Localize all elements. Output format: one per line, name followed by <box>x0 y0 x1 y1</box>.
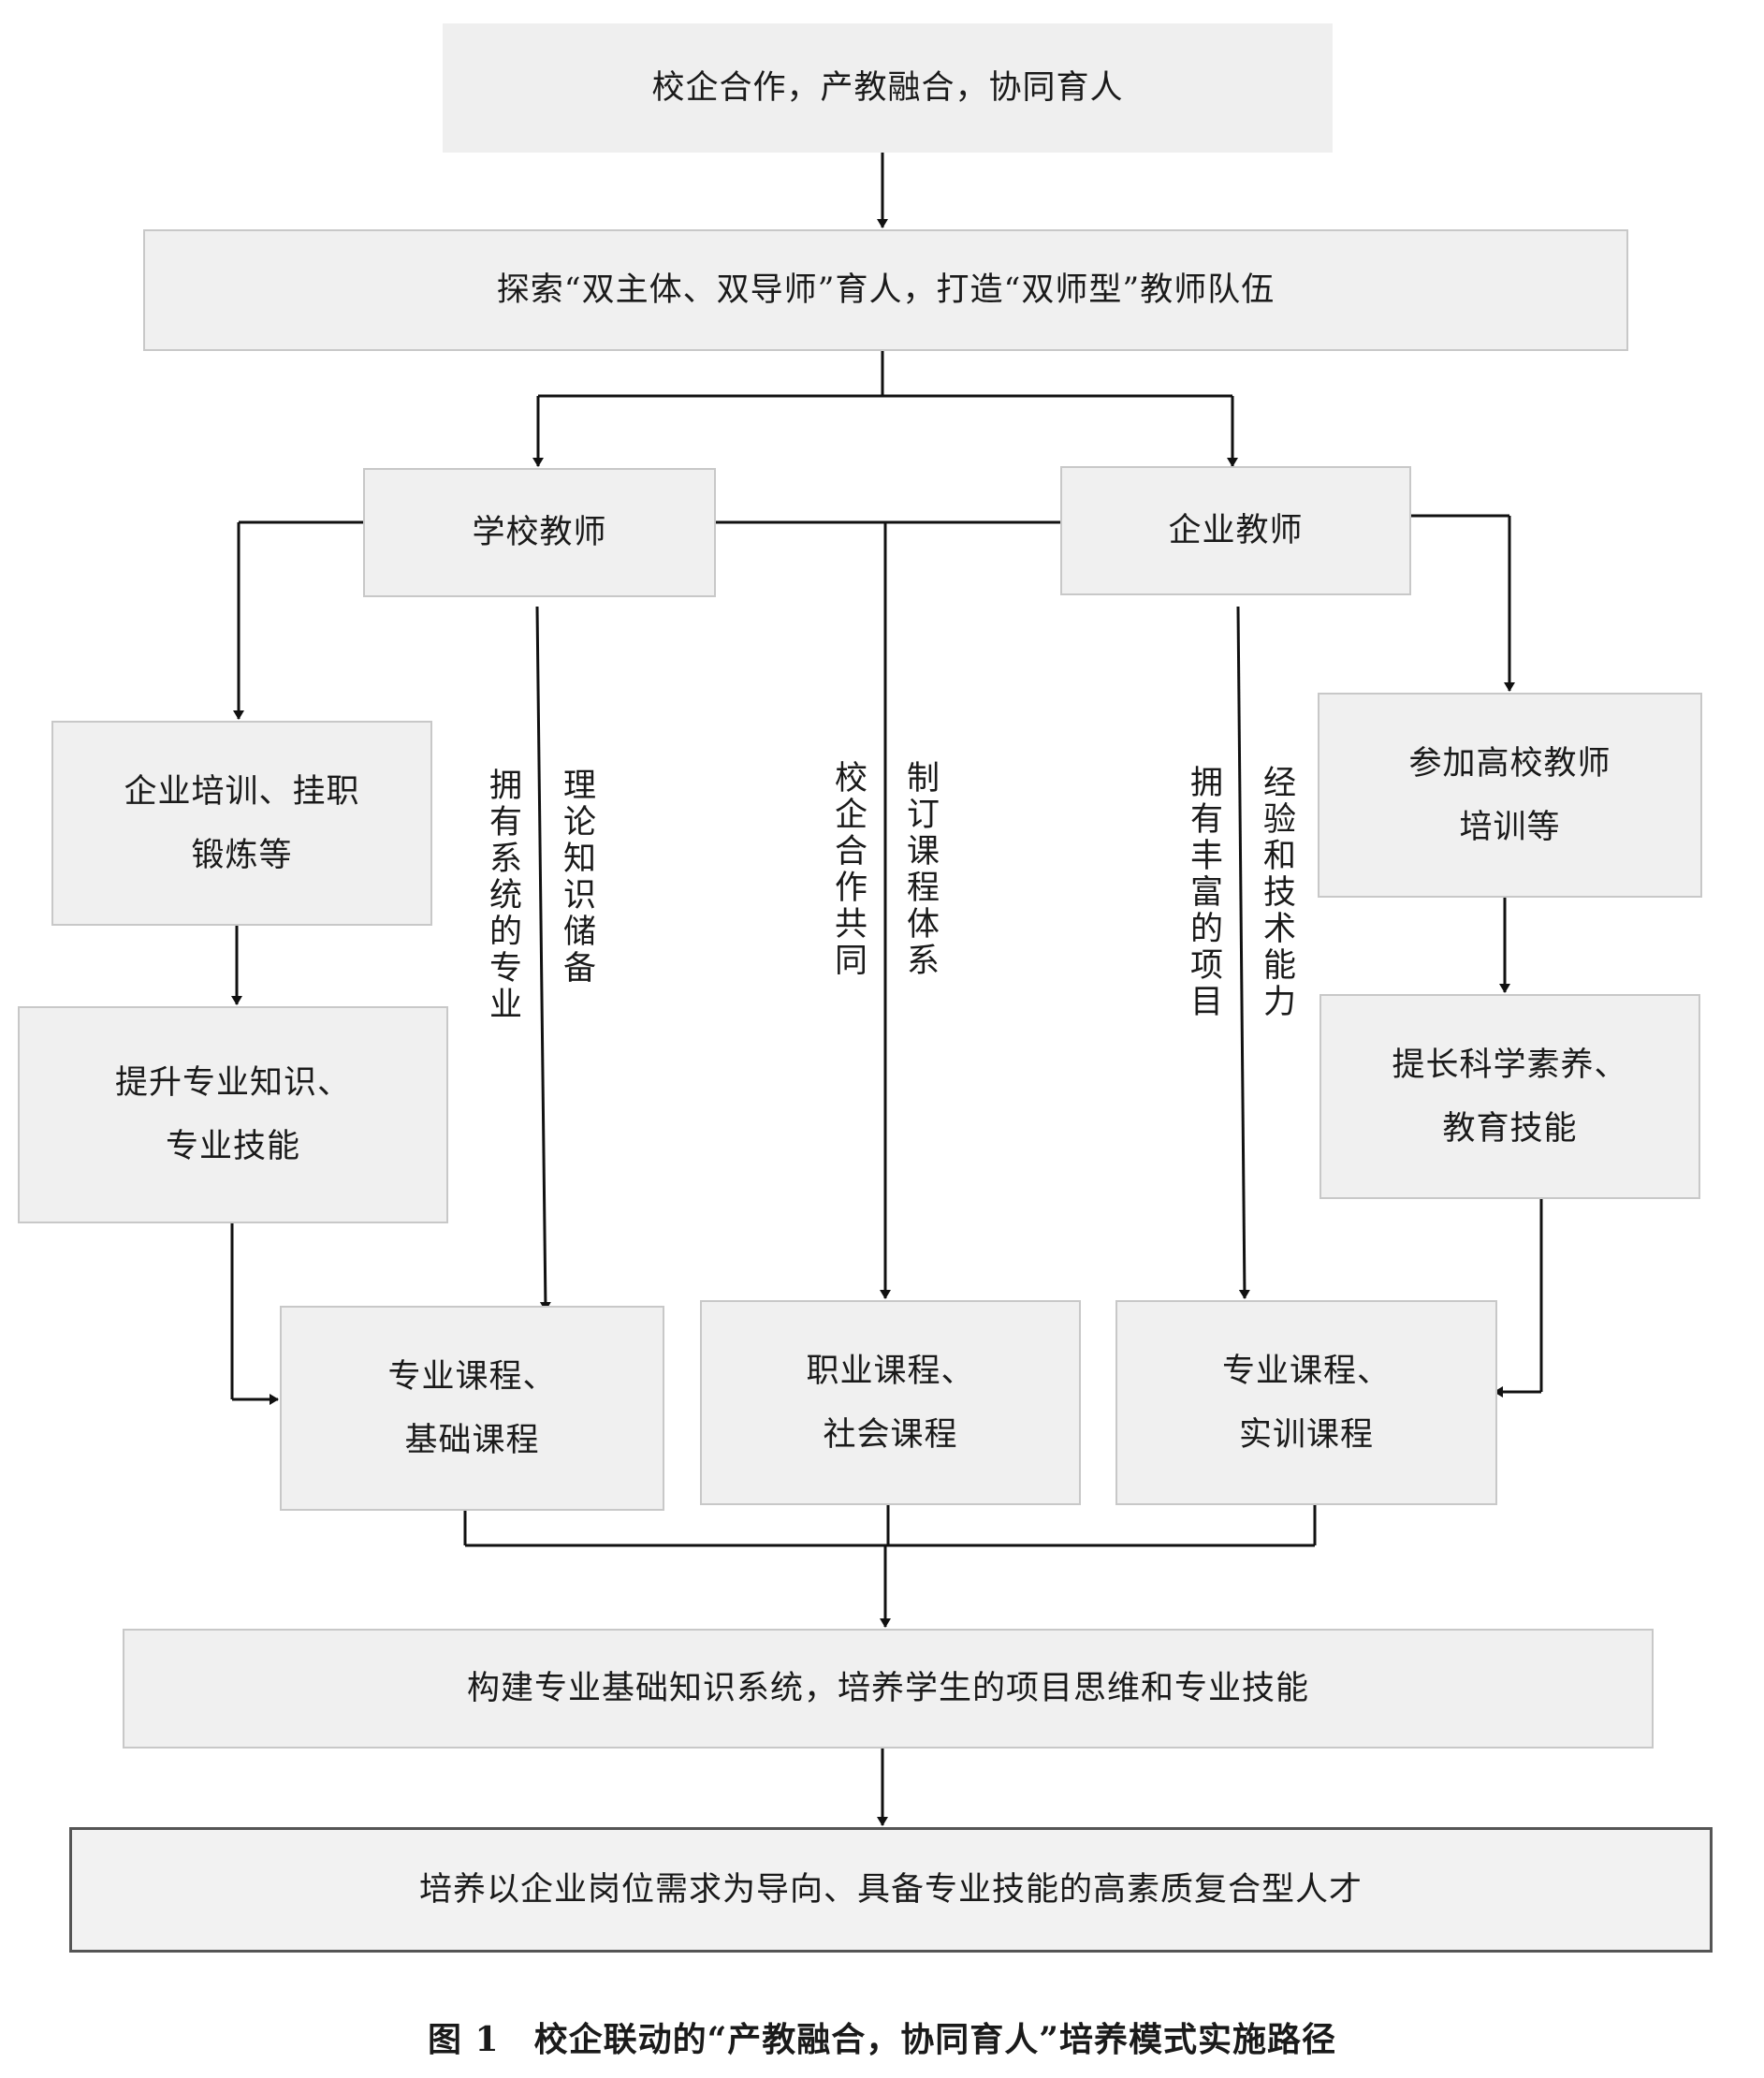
node-top-label: 校企合作，产教融合，协同育人 <box>651 69 1124 107</box>
node-explore: 探索“双主体、双导师”育人，打造“双师型”教师队伍 <box>143 229 1628 351</box>
node-left-training: 企业培训、挂职 锻炼等 <box>51 721 432 926</box>
node-course-left-line2: 基础课程 <box>404 1421 540 1459</box>
node-course-left-line1: 专业课程、 <box>387 1357 557 1396</box>
node-left-improve-line1: 提升专业知识、 <box>114 1064 351 1102</box>
node-explore-label: 探索“双主体、双导师”育人，打造“双师型”教师队伍 <box>496 271 1276 309</box>
node-course-mid: 职业课程、 社会课程 <box>700 1300 1081 1505</box>
node-build: 构建专业基础知识系统，培养学生的项目思维和专业技能 <box>123 1629 1654 1749</box>
node-school-teacher: 学校教师 <box>363 468 716 597</box>
edge-label-mid-b: 制订课程体系 <box>901 760 939 979</box>
node-right-improve-line1: 提长科学素养、 <box>1392 1046 1628 1084</box>
node-course-left: 专业课程、 基础课程 <box>280 1306 664 1511</box>
node-school-teacher-label: 学校教师 <box>472 514 607 551</box>
edge-label-mid-a: 校企合作共同 <box>829 760 867 979</box>
node-build-label: 构建专业基础知识系统，培养学生的项目思维和专业技能 <box>466 1670 1309 1707</box>
node-right-training-line1: 参加高校教师 <box>1408 744 1611 783</box>
edge-label-ent-b: 经验和技术能力 <box>1258 765 1295 1020</box>
node-enterprise-teacher-label: 企业教师 <box>1168 512 1304 549</box>
node-left-training-line1: 企业培训、挂职 <box>124 772 360 811</box>
node-right-training-line2: 培训等 <box>1459 808 1561 846</box>
node-final-label: 培养以企业岗位需求为导向、具备专业技能的高素质复合型人才 <box>418 1871 1363 1909</box>
arrow-enterprise-down <box>1236 606 1250 1299</box>
figure-caption: 图 1 校企联动的“产教融合，协同育人”培养模式实施路径 <box>428 2020 1336 2059</box>
edge-label-school-b: 理论知识储备 <box>558 768 595 987</box>
node-final: 培养以企业岗位需求为导向、具备专业技能的高素质复合型人才 <box>69 1827 1713 1953</box>
node-right-training: 参加高校教师 培训等 <box>1318 693 1702 898</box>
node-left-improve-line2: 专业技能 <box>165 1128 300 1165</box>
node-course-right-line1: 专业课程、 <box>1221 1352 1391 1390</box>
arrow-school-down <box>535 606 551 1311</box>
edge-label-ent-a: 拥有丰富的项目 <box>1185 765 1222 1020</box>
node-left-training-line2: 锻炼等 <box>191 836 293 874</box>
node-right-improve-line2: 教育技能 <box>1442 1109 1578 1148</box>
node-course-right-line2: 实训课程 <box>1238 1415 1374 1454</box>
edge-label-school-a: 拥有系统的专业 <box>484 768 521 1023</box>
node-course-mid-line1: 职业课程、 <box>806 1352 975 1390</box>
node-right-improve: 提长科学素养、 教育技能 <box>1319 994 1700 1199</box>
node-top: 校企合作，产教融合，协同育人 <box>443 23 1333 153</box>
node-enterprise-teacher: 企业教师 <box>1060 466 1411 595</box>
node-left-improve: 提升专业知识、 专业技能 <box>18 1006 448 1223</box>
node-course-right: 专业课程、 实训课程 <box>1115 1300 1497 1505</box>
node-course-mid-line2: 社会课程 <box>823 1415 958 1454</box>
